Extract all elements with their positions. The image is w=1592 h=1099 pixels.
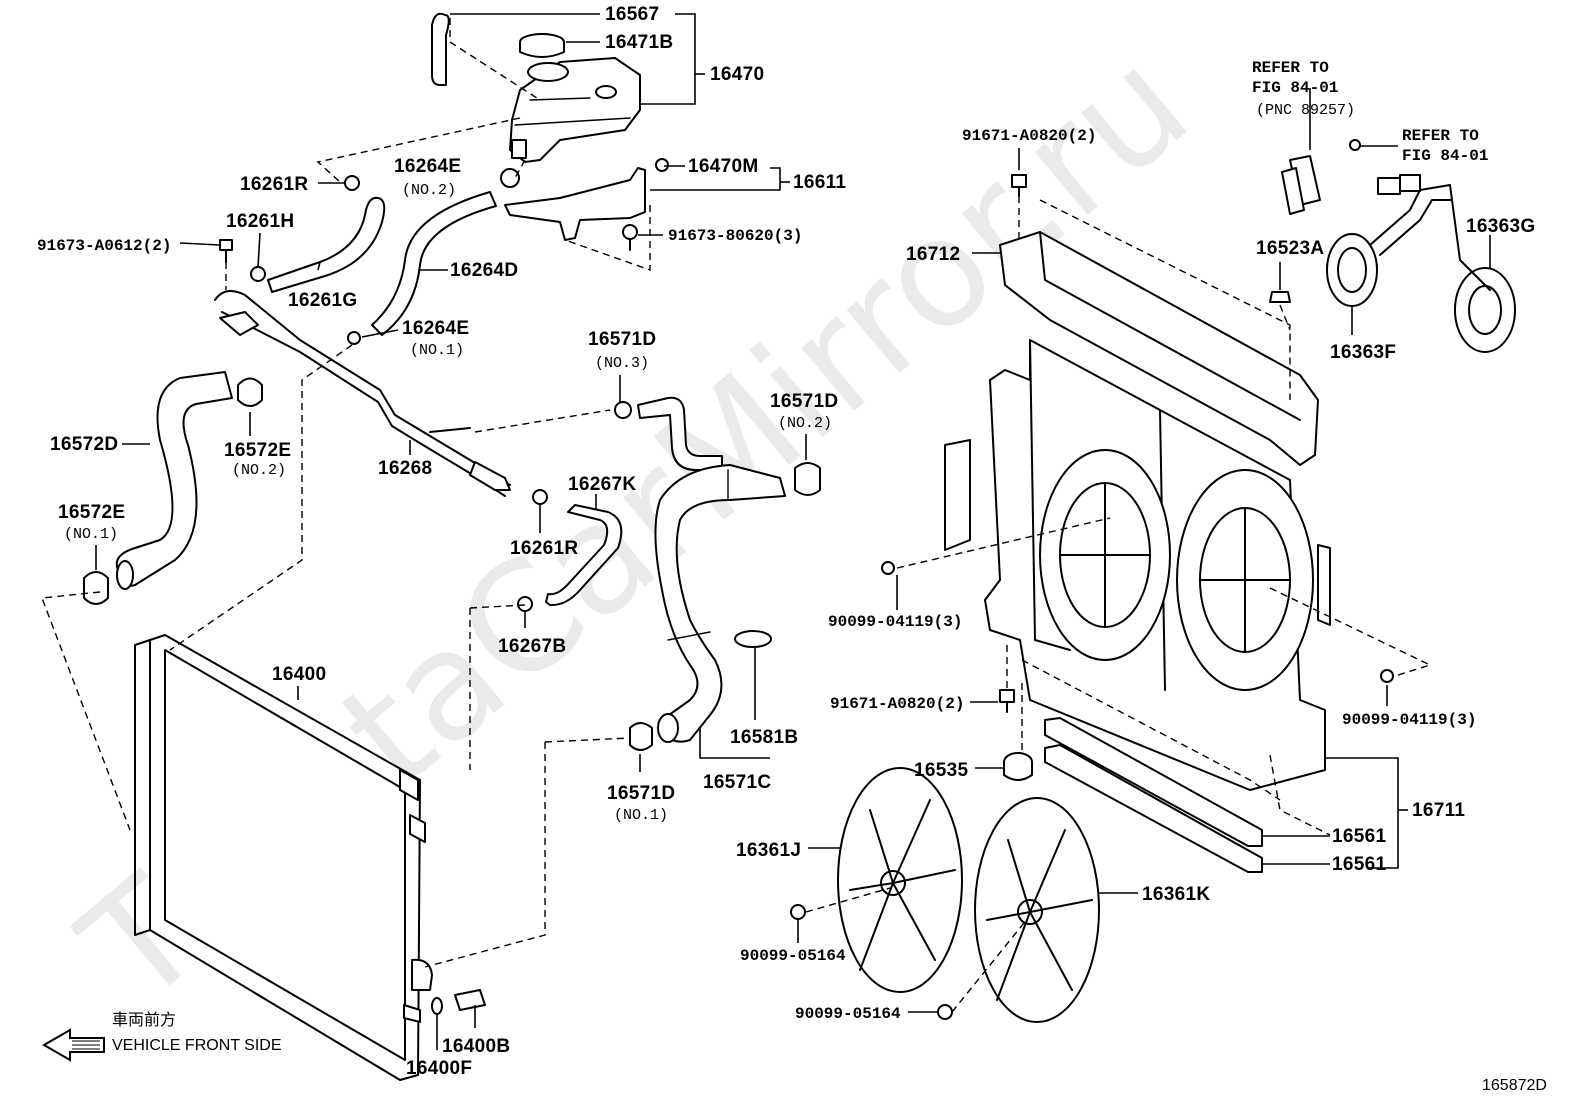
refer2-line2: FIG 84-01: [1402, 147, 1488, 165]
label-16561-a: 16561: [1332, 826, 1386, 847]
label-16571D-3: 16571D: [588, 329, 656, 350]
pipe-16268: [214, 290, 511, 497]
label-90099-04119-right: 90099-04119(3): [1342, 711, 1476, 729]
label-16400: 16400: [272, 664, 326, 685]
label-16363G: 16363G: [1466, 216, 1535, 237]
front-note-jp: 車両前方: [112, 1011, 176, 1029]
label-16571D-2-sub: (NO.2): [778, 415, 832, 432]
hose-16261G: [267, 196, 386, 293]
reservoir-tank: [509, 57, 641, 163]
overflow-hose: [431, 12, 450, 86]
label-16264E-1-sub: (NO.1): [410, 342, 464, 359]
fan-16361K: [974, 797, 1100, 1023]
label-16523A: 16523A: [1256, 238, 1324, 259]
hose-16264D: [371, 191, 497, 336]
label-16363F: 16363F: [1330, 342, 1396, 363]
seals-16561: [1044, 717, 1263, 873]
label-16264D: 16264D: [450, 260, 518, 281]
reservoir-cap: [519, 33, 565, 58]
label-16571C: 16571C: [703, 772, 771, 793]
fan-16361J: [837, 767, 963, 993]
label-16567: 16567: [605, 4, 659, 25]
dashed-guides: [41, 18, 1432, 1013]
drain-cock: [431, 989, 486, 1015]
label-16712: 16712: [906, 244, 960, 265]
label-16561-b: 16561: [1332, 854, 1386, 875]
label-90099-05164-b: 90099-05164: [795, 1005, 901, 1023]
label-16264E-1: 16264E: [402, 318, 469, 339]
label-16361J: 16361J: [736, 840, 801, 861]
label-16261G: 16261G: [288, 290, 357, 311]
label-16400B: 16400B: [442, 1036, 510, 1057]
label-90099-04119-left: 90099-04119(3): [828, 613, 962, 631]
label-16572D: 16572D: [50, 434, 118, 455]
refer2-line1: REFER TO: [1402, 127, 1479, 145]
label-91673-A0612: 91673-A0612(2): [37, 237, 171, 255]
fan-shroud: [944, 339, 1331, 791]
label-16571D-2: 16571D: [770, 391, 838, 412]
label-16571D-1: 16571D: [607, 783, 675, 804]
refer1-line1: REFER TO: [1252, 59, 1329, 77]
upper-shroud: [999, 231, 1319, 466]
grommet-16523A: [1269, 291, 1291, 303]
label-91673-80620: 91673-80620(3): [668, 227, 802, 245]
radiator: [134, 634, 433, 1081]
label-90099-05164-a: 90099-05164: [740, 947, 846, 965]
clamp-16572E-1: [83, 571, 109, 605]
label-16571D-3-sub: (NO.3): [595, 355, 649, 372]
hose-16571C: [654, 464, 786, 743]
label-16261R-mid: 16261R: [510, 538, 578, 559]
label-16571D-1-sub: (NO.1): [614, 807, 668, 824]
label-16470M: 16470M: [688, 156, 758, 177]
clamps-top: [250, 168, 520, 345]
diagram-code: 165872D: [1482, 1077, 1547, 1094]
label-16264E-2: 16264E: [394, 156, 461, 177]
label-16535: 16535: [914, 760, 968, 781]
label-16572E-2-sub: (NO.2): [232, 462, 286, 479]
leader-lines: [95, 13, 1491, 1050]
label-16711: 16711: [1412, 800, 1465, 821]
label-16470: 16470: [710, 64, 764, 85]
label-16264E-2-sub: (NO.2): [402, 182, 456, 199]
label-91671-A0820-top: 91671-A0820(2): [962, 127, 1096, 145]
label-16261H: 16261H: [226, 211, 294, 232]
label-16268: 16268: [378, 458, 432, 479]
label-16261R-top: 16261R: [240, 174, 308, 195]
bolts-shroud: [881, 174, 1394, 713]
label-16572E-1: 16572E: [58, 502, 125, 523]
label-16267B: 16267B: [498, 636, 566, 657]
label-16611: 16611: [793, 172, 846, 193]
refer1-line3: (PNC 89257): [1256, 102, 1355, 119]
fan-wire-harness: [1281, 139, 1491, 291]
grommet-16535: [1003, 752, 1033, 781]
label-16361K: 16361K: [1142, 884, 1210, 905]
label-16572E-1-sub: (NO.1): [64, 526, 118, 543]
label-16400F: 16400F: [406, 1058, 472, 1079]
hose-16571D-3-pipe: [614, 396, 723, 471]
part-labels: 16567 16471B 16470 16264E (NO.2) 16470M …: [37, 4, 1535, 1079]
hose-16572D: [115, 371, 233, 590]
clamp-16572E-2: [237, 377, 263, 407]
label-16581B: 16581B: [730, 727, 798, 748]
vehicle-front-note: 車両前方 VEHICLE FRONT SIDE: [41, 1011, 282, 1062]
hose-16267K: [545, 504, 623, 607]
reservoir-bracket: [504, 158, 669, 251]
label-16572E-2: 16572E: [224, 440, 291, 461]
label-16471B: 16471B: [605, 32, 673, 53]
clamps-center: [517, 462, 821, 751]
bolts-top: [219, 239, 233, 263]
fan-motor-16363G: [1454, 267, 1516, 353]
label-16267K: 16267K: [568, 474, 636, 495]
refer1-line2: FIG 84-01: [1252, 79, 1338, 97]
label-91671-A0820-bot: 91671-A0820(2): [830, 695, 964, 713]
front-note-en: VEHICLE FRONT SIDE: [112, 1037, 282, 1054]
